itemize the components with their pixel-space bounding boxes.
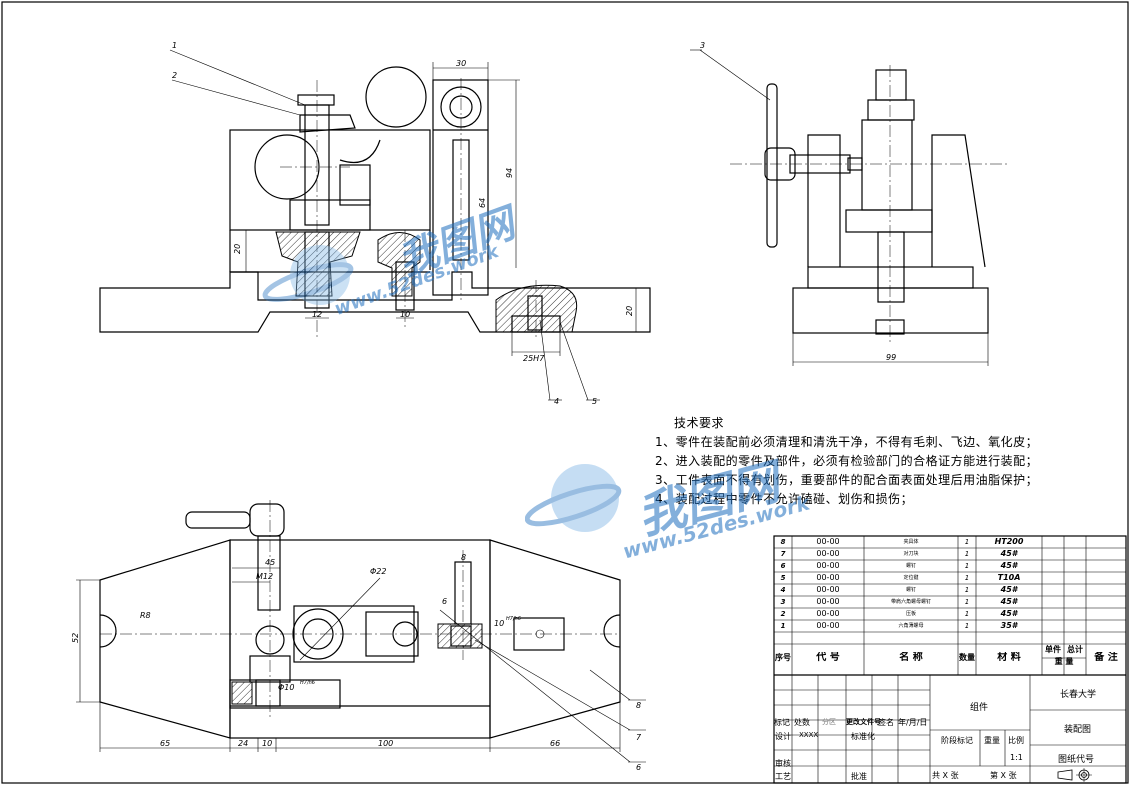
dim-R8: R8 [140, 611, 151, 620]
dim-height-20-right: 20 [625, 306, 634, 316]
top-view: 52 R8 45 M12 Φ22 Φ10 H7/h6 8 6 10 H7/h6 … [71, 500, 646, 772]
balloon-4: 4 [554, 397, 559, 406]
watermark-globe-icon-small [262, 245, 354, 305]
tol-10-key: H7/h6 [506, 616, 521, 622]
balloon-8: 8 [636, 701, 641, 710]
tech-item-3: 3、工件表面不得有划伤，重要部件的配合面表面处理后用油脂保护； [655, 473, 1039, 487]
label-change-doc: 更改文件号 [846, 718, 881, 726]
label-scale: 比例 [1008, 736, 1024, 745]
label-mark: 标记 [774, 718, 790, 727]
dim-65: 65 [160, 739, 170, 748]
label-review: 审核 [775, 759, 791, 768]
dim-24: 24 [238, 739, 248, 748]
dim-10-bottom: 10 [262, 739, 272, 748]
dim-phi22: Φ22 [370, 567, 386, 576]
dim-66: 66 [550, 739, 560, 748]
balloon-3: 3 [700, 41, 705, 50]
tech-item-1: 1、零件在装配前必须清理和清洗干净，不得有毛刺、飞边、氧化皮； [655, 435, 1039, 449]
dim-25H7: 25H7 [523, 354, 545, 363]
label-sign: 签名 [878, 718, 894, 727]
label-date: 年/月/日 [898, 718, 928, 727]
left-side-view: 99 3 [690, 41, 1010, 366]
tech-item-4: 4、装配过程中零件不允许磕碰、划伤和损伤； [655, 492, 914, 506]
title-block-grid [773, 535, 1127, 784]
dim-99: 99 [886, 353, 896, 362]
label-standardize: 标准化 [851, 732, 875, 741]
bom-header: 序号 代 号 名 称 数量 材 料 单件 总计 重 量 备 注 [775, 645, 1118, 666]
balloon-2: 2 [172, 71, 177, 80]
label-count: 处数 [794, 718, 810, 727]
label-approve: 批准 [851, 772, 867, 781]
designer-name: XXXX [799, 731, 819, 739]
dim-12: 12 [312, 310, 322, 319]
dim-8: 8 [461, 553, 466, 562]
dim-phi10: Φ10 [278, 683, 294, 692]
dim-94: 94 [505, 168, 514, 178]
drawing-name: 装配图 [1064, 725, 1092, 735]
scale-value: 1:1 [1010, 753, 1023, 762]
side-section-view: 30 94 64 [432, 59, 520, 300]
dim-100: 100 [378, 739, 393, 748]
dim-M12: M12 [256, 572, 273, 581]
label-zone: 分区 [822, 718, 836, 726]
tol-phi10: H7/h6 [300, 680, 315, 686]
dim-64: 64 [478, 198, 487, 208]
dim-45: 45 [265, 558, 275, 567]
technical-requirements: 技术要求 1、零件在装配前必须清理和清洗干净，不得有毛刺、飞边、氧化皮； 2、进… [655, 414, 1125, 509]
tech-title: 技术要求 [674, 416, 725, 430]
sheets-total: 共 X 张 [932, 771, 959, 780]
label-process: 工艺 [775, 772, 791, 781]
balloon-5: 5 [592, 397, 597, 406]
dim-52: 52 [71, 633, 80, 643]
balloon-7: 7 [636, 733, 642, 742]
university-name: 长春大学 [1060, 690, 1097, 700]
dim-top-30: 30 [456, 59, 466, 68]
dim-height-20-left: 20 [233, 244, 242, 254]
balloon-6: 6 [636, 763, 641, 772]
label-stage: 阶段标记 [941, 736, 973, 745]
tech-item-2: 2、进入装配的零件及部件，必须有检验部门的合格证方能进行装配； [655, 454, 1039, 468]
dim-6: 6 [442, 597, 447, 606]
watermark-globe-icon [525, 464, 622, 532]
sheet-number: 第 X 张 [990, 771, 1017, 780]
label-weight: 重量 [984, 736, 1000, 745]
dim-10-key: 10 [494, 619, 504, 628]
drawing-code: 图纸代号 [1058, 755, 1095, 765]
projection-symbol-icon [1057, 768, 1092, 782]
front-view: 20 12 10 25H7 20 1 2 4 5 [99, 41, 651, 406]
assembly-label: 组件 [970, 703, 989, 713]
balloon-1: 1 [172, 41, 177, 50]
dim-10: 10 [400, 310, 410, 319]
label-designer: 设计 [775, 732, 791, 741]
